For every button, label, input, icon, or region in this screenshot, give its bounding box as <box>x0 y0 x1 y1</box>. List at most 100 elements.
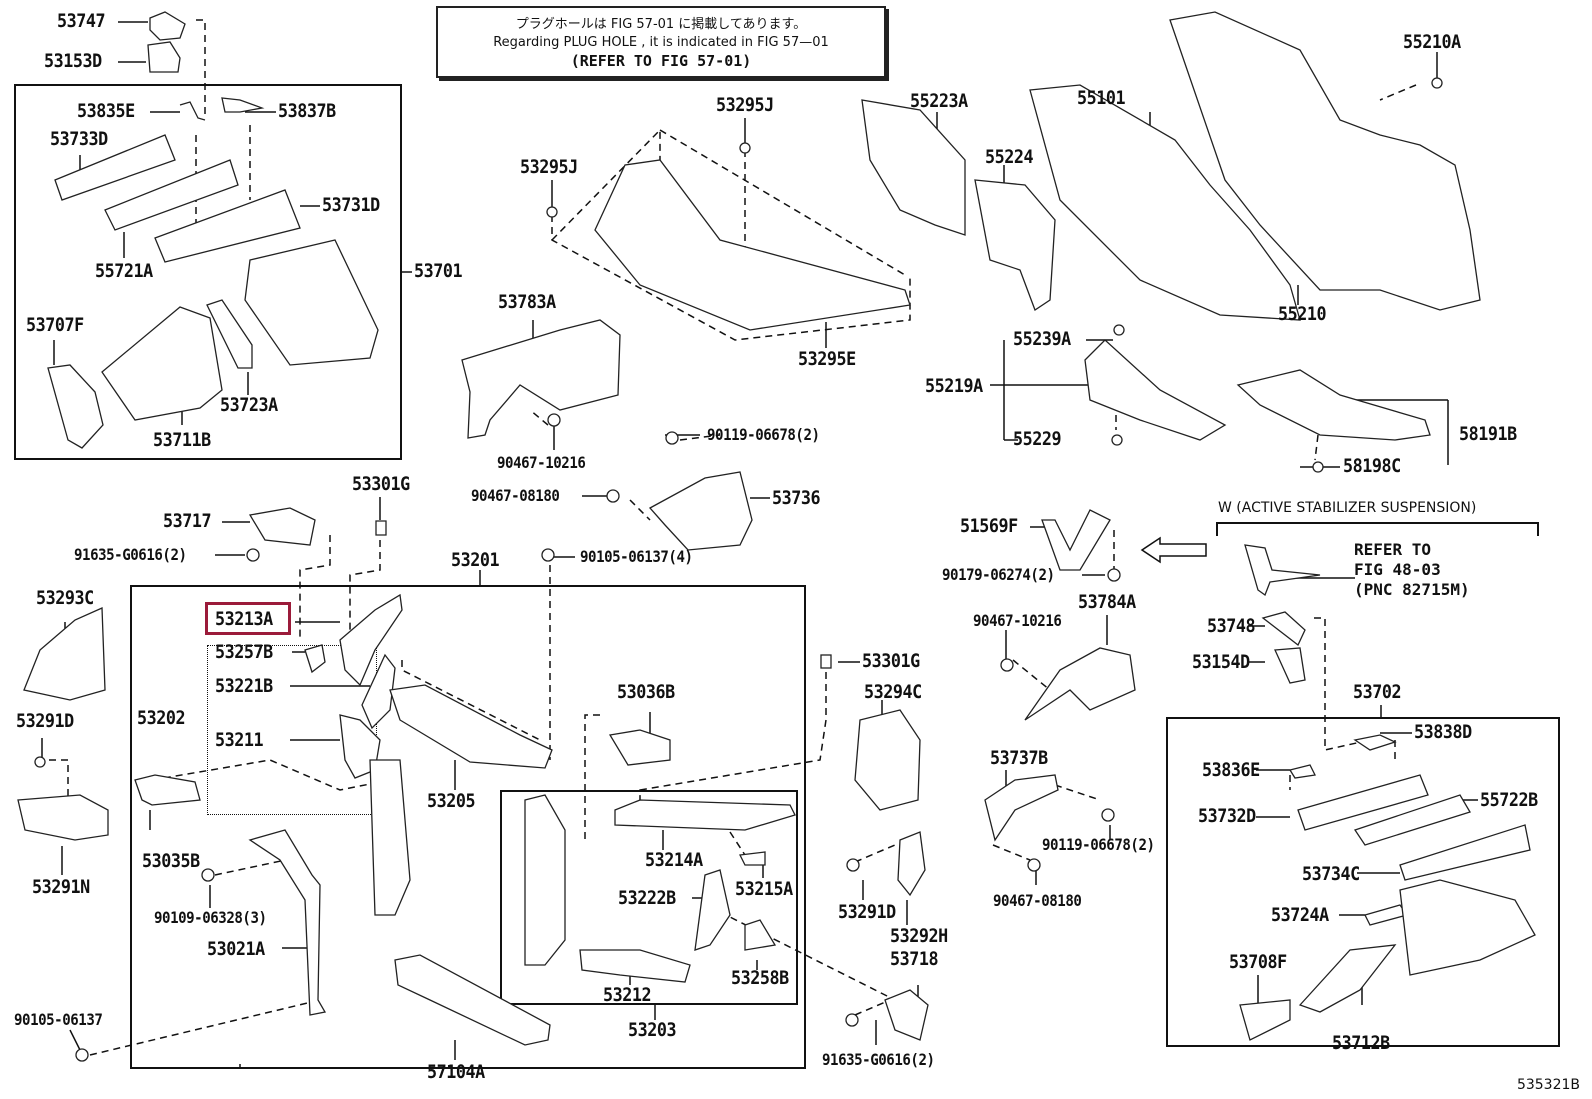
part-label[interactable]: 53291D <box>16 710 74 732</box>
part-label[interactable]: 53708F <box>1229 951 1287 973</box>
part-label[interactable]: 90105-06137(4) <box>580 547 693 566</box>
part-label[interactable]: 55223A <box>910 90 968 112</box>
part-label[interactable]: 53712B <box>1332 1032 1390 1054</box>
part-label[interactable]: 53734C <box>1302 863 1360 885</box>
part-label[interactable]: 53301G <box>862 650 920 672</box>
part-label[interactable]: 53291N <box>32 876 90 898</box>
part-label[interactable]: 55722B <box>1480 789 1538 811</box>
part-label[interactable]: 53701 <box>414 260 463 282</box>
part-label[interactable]: 90179-06274(2) <box>942 565 1055 584</box>
part-label[interactable]: 53295J <box>716 94 774 116</box>
part-label[interactable]: 91635-G0616(2) <box>822 1050 935 1069</box>
part-label[interactable]: 53732D <box>1198 805 1256 827</box>
plug-hole-note: プラグホールは FIG 57-01 に掲載してあります。 Regarding P… <box>436 6 886 78</box>
part-label[interactable]: 53736 <box>772 487 821 509</box>
part-label[interactable]: 55210A <box>1403 31 1461 53</box>
part-label[interactable]: 53221B <box>215 675 273 697</box>
part-label[interactable]: 55229 <box>1013 428 1062 450</box>
part-label[interactable]: 91635-G0616(2) <box>74 545 187 564</box>
part-label[interactable]: 53214A <box>645 849 703 871</box>
part-label[interactable]: 53295J <box>520 156 578 178</box>
part-label[interactable]: 90467-10216 <box>497 453 586 472</box>
part-label[interactable]: 53837B <box>278 100 336 122</box>
part-label[interactable]: 53836E <box>1202 759 1260 781</box>
part-label[interactable]: 53153D <box>44 50 102 72</box>
part-label[interactable]: 53257B <box>215 641 273 663</box>
part-53837B <box>221 97 265 113</box>
part-label[interactable]: 53737B <box>990 747 1048 769</box>
note-ref[interactable]: (REFER TO FIG 57-01) <box>570 52 752 70</box>
part-label[interactable]: 53702 <box>1353 681 1402 703</box>
part-label[interactable]: 53203 <box>628 1019 677 1041</box>
part-label[interactable]: 55210 <box>1278 303 1327 325</box>
part-label[interactable]: 53212 <box>603 984 652 1006</box>
part-label[interactable]: 53205 <box>427 790 476 812</box>
part-label[interactable]: 57104A <box>427 1061 485 1083</box>
part-label[interactable]: 90467-10216 <box>973 611 1062 630</box>
part-label[interactable]: 58191B <box>1459 423 1517 445</box>
part-label[interactable]: 55239A <box>1013 328 1071 350</box>
part-label[interactable]: 53291D <box>838 901 896 923</box>
part-label[interactable]: 53835E <box>77 100 135 122</box>
part-label[interactable]: 53707F <box>26 314 84 336</box>
part-53035B <box>134 774 201 806</box>
part-label[interactable]: 53213A <box>215 608 273 630</box>
part-53702-apron <box>1399 879 1536 976</box>
part-label[interactable]: 55219A <box>925 375 983 397</box>
part-label[interactable]: 53258B <box>731 967 789 989</box>
part-label[interactable]: 53035B <box>142 850 200 872</box>
fastener-90105-06137-a <box>541 548 555 562</box>
part-label[interactable]: 53718 <box>890 948 939 970</box>
variant-ref[interactable]: REFER TO FIG 48-03 (PNC 82715M) <box>1354 540 1470 599</box>
part-label[interactable]: 53748 <box>1207 615 1256 637</box>
part-55721A <box>104 159 239 231</box>
part-53293C <box>23 607 106 701</box>
part-53301G <box>375 520 387 536</box>
fastener-58198C <box>1312 461 1324 473</box>
part-53731D <box>154 189 301 263</box>
part-label[interactable]: 53222B <box>618 887 676 909</box>
part-label[interactable]: 53711B <box>153 429 211 451</box>
part-53295E <box>594 159 911 331</box>
part-label[interactable]: 53717 <box>163 510 212 532</box>
part-label[interactable]: 90109-06328(3) <box>154 908 267 927</box>
part-label[interactable]: 53215A <box>735 878 793 900</box>
part-label[interactable]: 55721A <box>95 260 153 282</box>
part-label[interactable]: 53301G <box>352 473 410 495</box>
part-label[interactable]: 53036B <box>617 681 675 703</box>
part-label[interactable]: 53021A <box>207 938 265 960</box>
part-label[interactable]: 55101 <box>1077 87 1126 109</box>
part-label[interactable]: 53201 <box>451 549 500 571</box>
variant-note: W (ACTIVE STABILIZER SUSPENSION) <box>1218 500 1477 516</box>
fastener-53291D-b <box>846 858 860 872</box>
part-label[interactable]: 53733D <box>50 128 108 150</box>
part-label[interactable]: 53154D <box>1192 651 1250 673</box>
part-label[interactable]: 53784A <box>1078 591 1136 613</box>
part-label[interactable]: 53723A <box>220 394 278 416</box>
part-label[interactable]: 53747 <box>57 10 106 32</box>
part-label[interactable]: 53293C <box>36 587 94 609</box>
part-label[interactable]: 53295E <box>798 348 856 370</box>
part-label[interactable]: 53211 <box>215 729 264 751</box>
note-jp: プラグホールは FIG 57-01 に掲載してあります。 <box>515 17 807 32</box>
part-label[interactable]: 90119-06678(2) <box>1042 835 1155 854</box>
part-label[interactable]: 53292H <box>890 925 948 947</box>
part-label[interactable]: 53294C <box>864 681 922 703</box>
part-53215A <box>739 851 766 866</box>
part-label[interactable]: 90467-08180 <box>471 486 560 505</box>
part-label[interactable]: 90119-06678(2) <box>707 425 820 444</box>
part-label[interactable]: 53731D <box>322 194 380 216</box>
part-label[interactable]: 53838D <box>1414 721 1472 743</box>
part-label[interactable]: 58198C <box>1343 455 1401 477</box>
part-label[interactable]: 53783A <box>498 291 556 313</box>
part-label[interactable]: 53724A <box>1271 904 1329 926</box>
fastener-55210A <box>1431 77 1443 89</box>
part-label[interactable]: 90467-08180 <box>993 891 1082 910</box>
part-53203-pillar <box>524 794 566 966</box>
part-label[interactable]: 53202 <box>137 707 186 729</box>
figure-code: 535321B <box>1516 1077 1580 1093</box>
part-label[interactable]: 90105-06137 <box>14 1010 103 1029</box>
part-label[interactable]: 51569F <box>960 515 1018 537</box>
part-label[interactable]: 55224 <box>985 146 1034 168</box>
